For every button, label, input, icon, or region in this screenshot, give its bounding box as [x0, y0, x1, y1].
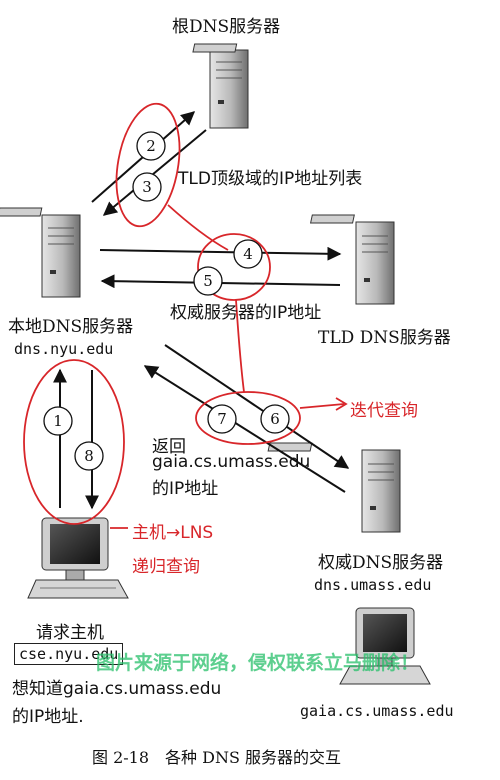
red-loop-1-8 — [23, 359, 125, 525]
watermark-text: 图片来源于网络，侵权联系立马删除！ — [96, 652, 420, 674]
red-annotations — [23, 102, 348, 529]
root-server-icon — [192, 43, 249, 129]
annotation-want-line1: 想知道gaia.cs.umass.edu — [12, 679, 222, 699]
target-host-computer-icon — [339, 607, 431, 685]
arrow-step-3 — [102, 129, 207, 216]
annotation-tld-list: TLD顶级域的IP地址列表 — [178, 169, 363, 189]
step-circle-3 — [132, 172, 162, 202]
step-circle-5 — [193, 266, 223, 296]
annotation-return-line1: 返回 — [152, 437, 186, 457]
tld-server-icon — [309, 214, 395, 305]
step-circle-4 — [233, 239, 263, 269]
step-number-3: 3 — [142, 178, 152, 196]
red-link-3-to-4 — [167, 204, 229, 251]
annotation-return-line3: 的IP地址 — [152, 479, 219, 499]
figure-caption: 图 2-18 各种 DNS 服务器的交互 — [92, 748, 341, 767]
step-number-1: 1 — [53, 412, 63, 430]
tld-server-label: TLD DNS服务器 — [318, 328, 451, 348]
step-number-8: 8 — [84, 447, 94, 465]
local-server-icon — [0, 207, 81, 298]
authoritative-server-label: 权威DNS服务器 — [318, 553, 444, 573]
red-link-5-to-6 — [235, 299, 245, 393]
annotation-recursive-line1: 主机→LNS — [132, 523, 214, 543]
red-arrow-to-iterative — [299, 403, 345, 409]
root-server-label: 根DNS服务器 — [172, 17, 281, 37]
step-circle-2 — [136, 131, 166, 161]
requesting-host-label: 请求主机 — [36, 623, 104, 643]
step-circle-6 — [260, 404, 290, 434]
annotation-auth-ip: 权威服务器的IP地址 — [170, 303, 322, 323]
step-number-6: 6 — [270, 410, 280, 428]
step-circle-8 — [74, 441, 104, 471]
authoritative-server-icon — [267, 442, 401, 533]
step-number-7: 7 — [217, 410, 227, 428]
local-server-label: 本地DNS服务器 — [8, 317, 134, 337]
annotation-return-line2: gaia.cs.umass.edu — [152, 452, 311, 472]
arrow-step-6 — [164, 344, 350, 469]
annotation-want-line2: 的IP地址. — [12, 707, 84, 727]
authoritative-server-hostname: dns.umass.edu — [314, 576, 432, 594]
step-circles — [43, 131, 290, 471]
red-loop-6-7 — [195, 391, 301, 445]
target-host-hostname: gaia.cs.umass.edu — [300, 702, 454, 720]
arrow-step-4 — [99, 246, 342, 261]
annotation-recursive-line2: 递归查询 — [132, 557, 200, 577]
step-circle-1 — [43, 406, 73, 436]
red-loop-4-5 — [197, 233, 271, 301]
annotation-iterative-query: 迭代查询 — [350, 401, 418, 421]
step-numbers: 1 2 3 4 5 6 7 8 — [53, 137, 280, 465]
requesting-host-hostname: cse.nyu.edu — [14, 643, 124, 665]
arrow-step-7 — [143, 365, 346, 493]
step-number-4: 4 — [243, 245, 253, 263]
step-number-5: 5 — [203, 272, 213, 290]
step-circle-7 — [207, 404, 237, 434]
local-server-hostname: dns.nyu.edu — [14, 340, 114, 358]
requesting-host-computer-icon — [27, 517, 129, 599]
step-number-2: 2 — [146, 137, 156, 155]
red-loop-2-3 — [115, 102, 181, 228]
